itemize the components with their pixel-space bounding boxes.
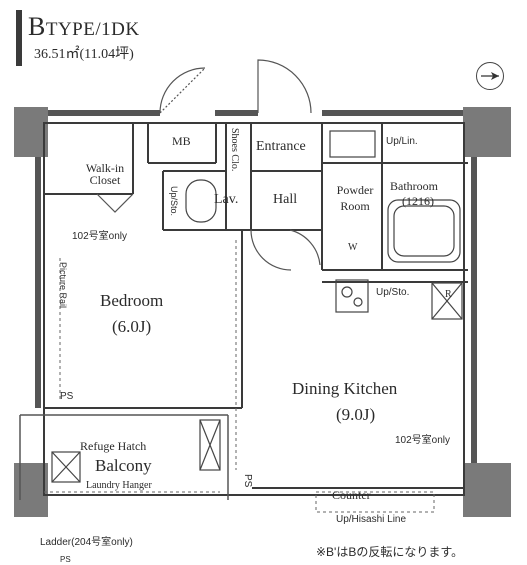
north-arrow-icon bbox=[476, 62, 504, 90]
ladder-note: Ladder(204号室only) bbox=[40, 537, 133, 548]
washer-space-label: W bbox=[348, 242, 358, 253]
ps-right-label: PS bbox=[242, 474, 253, 488]
room-walk-in-closet: Walk-in Closet bbox=[85, 161, 125, 187]
balcony-railing bbox=[19, 414, 229, 500]
room-mb: MB bbox=[172, 134, 191, 148]
reverse-note: ※B'はBの反転になります。 bbox=[316, 545, 464, 559]
room-dining-kitchen: Dining Kitchen bbox=[292, 379, 398, 398]
room-bedroom: Bedroom bbox=[100, 291, 164, 310]
interior-walls bbox=[43, 122, 468, 496]
title-bar bbox=[16, 10, 22, 66]
doors bbox=[96, 59, 321, 271]
dining-kitchen-size: (9.0J) bbox=[336, 405, 376, 424]
up-sto-lav-label: Up/Sto. bbox=[169, 186, 179, 217]
plan-type-title: BTYPE/1DK bbox=[28, 12, 140, 41]
laundry-hanger-label: Laundry Hanger bbox=[86, 480, 152, 491]
refuge-hatch-label: Refuge Hatch bbox=[80, 439, 147, 453]
room-lav: Lav. bbox=[214, 192, 239, 207]
fixtures bbox=[51, 130, 463, 483]
bathroom-size: (1216) bbox=[402, 194, 434, 208]
exterior-walls bbox=[35, 110, 477, 463]
room-bathroom: Bathroom bbox=[390, 179, 438, 193]
hisashi-line-label: Up/Hisashi Line bbox=[336, 514, 407, 525]
note-102-dining: 102号室only bbox=[395, 435, 451, 446]
up-sto-kitchen-label: Up/Sto. bbox=[376, 287, 410, 298]
room-balcony: Balcony bbox=[95, 456, 152, 475]
bedroom-size: (6.0J) bbox=[112, 317, 152, 336]
structural-columns bbox=[14, 107, 511, 517]
bottom-ps-label: PS bbox=[60, 555, 71, 564]
refrigerator-label: R bbox=[445, 289, 452, 300]
note-102-bedroom: 102号室only bbox=[72, 231, 128, 242]
room-hall: Hall bbox=[273, 192, 298, 207]
room-powder-room: Powder Room bbox=[336, 183, 374, 213]
ps-left-label: PS bbox=[60, 391, 74, 402]
room-shoes-closet: Shoes Clo. bbox=[229, 128, 240, 172]
up-lin-label: Up/Lin. bbox=[386, 136, 418, 147]
plan-area: 36.51㎡(11.04坪) bbox=[34, 47, 134, 62]
counter-label: Counter bbox=[332, 488, 371, 502]
picture-rail-label: Picture Rail bbox=[58, 262, 68, 309]
dashed-lines bbox=[44, 240, 435, 513]
room-entrance: Entrance bbox=[256, 139, 306, 154]
